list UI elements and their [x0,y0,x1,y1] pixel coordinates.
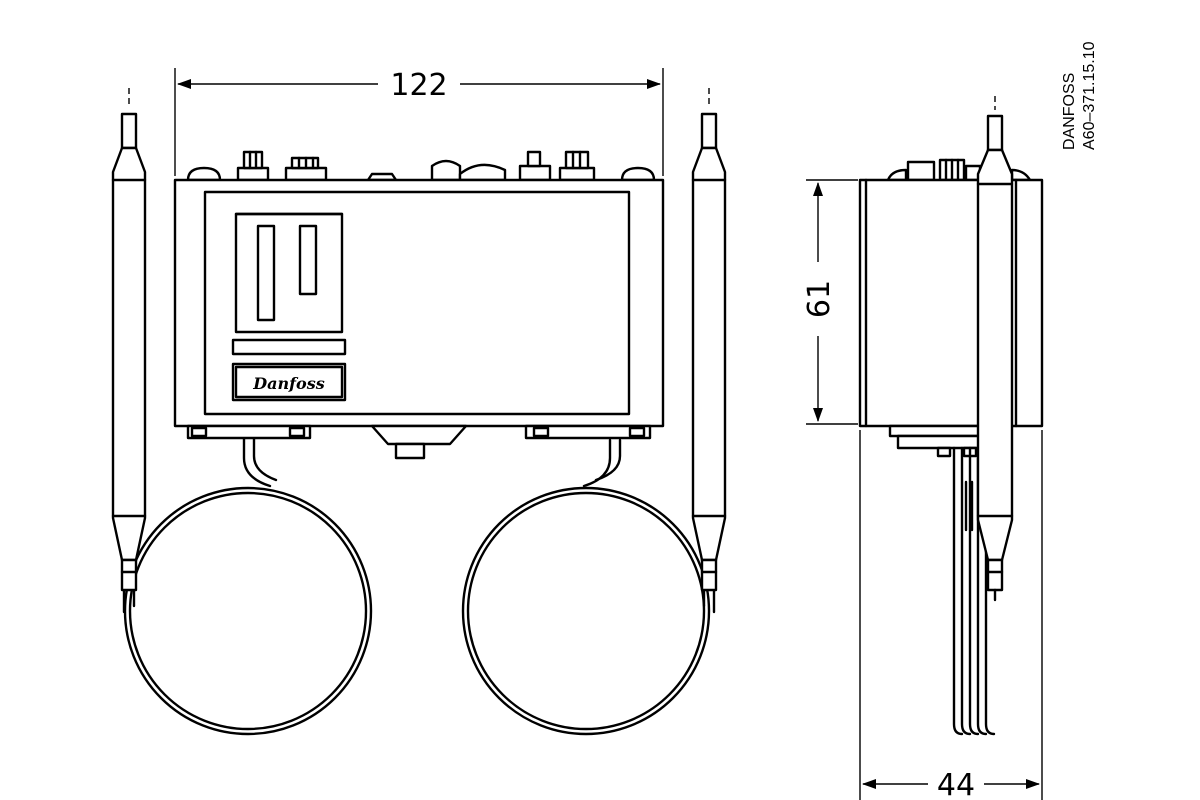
width-dimension-label: 122 [390,68,447,103]
left-capillary-lead [242,436,272,488]
logo-plate: Danfoss [231,362,347,402]
housing-front [173,178,665,460]
top-knobs [186,150,656,182]
right-capillary-coil-inner [466,491,706,731]
drawing-reference: DANFOSS A60–371.15.10 [1061,41,1098,150]
width-dimension: 122 [174,68,664,176]
right-capillary-lead-2 [594,438,622,482]
danfoss-logo: Danfoss [252,374,324,393]
side-view: 61 [802,96,1044,800]
side-capillaries [952,446,996,736]
reference-brand: DANFOSS [1061,73,1078,150]
height-dimension-label: 61 [802,280,837,318]
housing-side [858,178,1044,458]
front-view: Danfoss 122 [111,68,727,736]
reference-code: A60–371.15.10 [1081,41,1098,150]
left-capillary-coil [123,486,373,736]
right-sensor-bulb [691,88,727,592]
depth-dimension-label: 44 [937,768,975,800]
left-capillary-lead-2 [252,436,278,482]
side-top-knobs [886,158,1032,182]
side-sensor-bulb [976,96,1014,602]
scale-window [231,212,347,356]
height-dimension: 61 [802,179,858,425]
right-capillary-coil [461,486,711,736]
capillary-coils [122,436,716,736]
right-capillary-lead [582,438,612,488]
left-capillary-coil-inner [128,491,368,731]
depth-dimension: 44 [859,430,1043,800]
left-sensor-bulb [111,88,147,592]
